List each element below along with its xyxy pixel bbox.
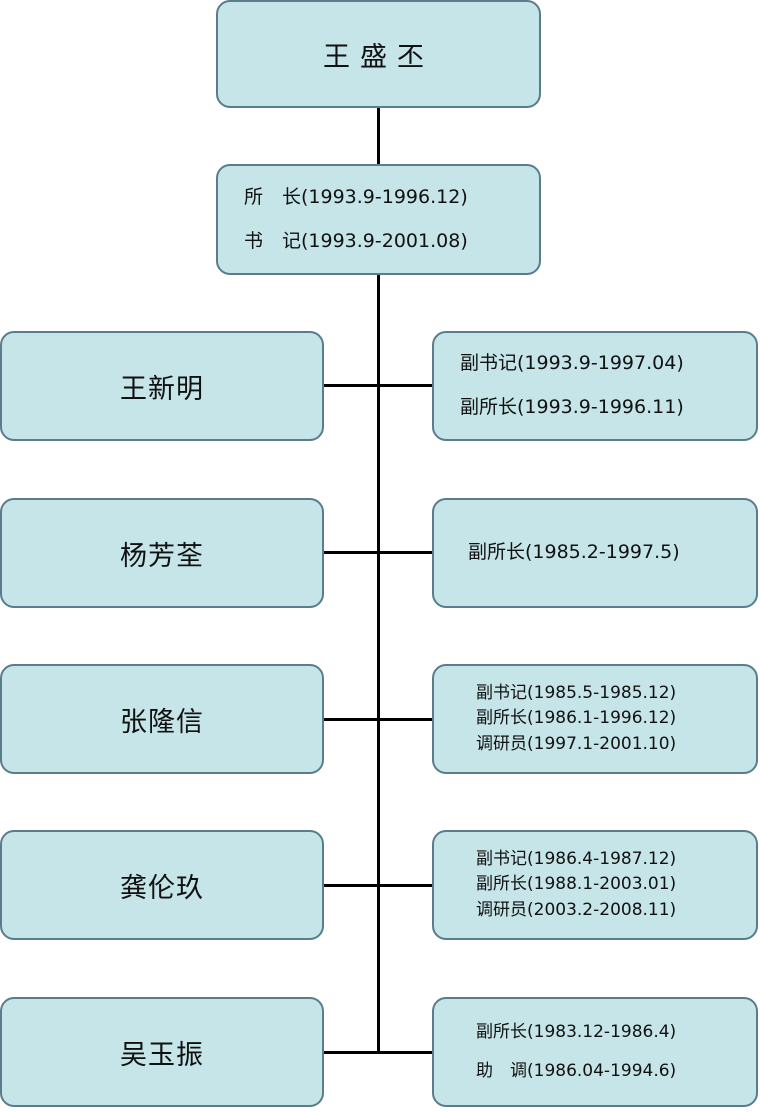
role-line: 副所长(1988.1-2003.01) [476, 874, 677, 895]
member-roles-box: 副书记(1986.4-1987.12) 副所长(1988.1-2003.01) … [432, 830, 758, 940]
branch-connector-5 [323, 1051, 434, 1054]
top-person-name-box: 王盛丕 [216, 0, 541, 108]
trunk-connector [377, 106, 380, 1054]
role-line: 副所长(1985.2-1997.5) [468, 541, 680, 564]
role-line: 所 长(1993.9-1996.12) [244, 185, 468, 208]
branch-connector-1 [323, 384, 434, 387]
role-line: 书 记(1993.9-2001.08) [244, 229, 468, 252]
member-name: 吴玉振 [120, 1039, 204, 1071]
member-name-box: 张隆信 [0, 664, 324, 774]
top-person-roles-box: 所 长(1993.9-1996.12) 书 记(1993.9-2001.08) [216, 164, 541, 275]
member-name-box: 杨芳荃 [0, 498, 324, 608]
branch-connector-3 [323, 718, 434, 721]
role-line: 副所长(1986.1-1996.12) [476, 708, 677, 729]
member-name: 龚伦玖 [120, 872, 204, 904]
branch-connector-4 [323, 884, 434, 887]
member-roles-box: 副所长(1985.2-1997.5) [432, 498, 758, 608]
branch-connector-2 [323, 551, 434, 554]
role-line: 副所长(1983.12-1986.4) [476, 1021, 677, 1042]
member-roles-box: 副所长(1983.12-1986.4) 助 调(1986.04-1994.6) [432, 997, 758, 1107]
role-line: 副所长(1993.9-1996.11) [460, 396, 684, 418]
member-name: 杨芳荃 [120, 540, 204, 572]
role-line: 副书记(1986.4-1987.12) [476, 848, 677, 869]
member-name-box: 龚伦玖 [0, 830, 324, 940]
role-line: 副书记(1985.5-1985.12) [476, 682, 677, 703]
role-line: 助 调(1986.04-1994.6) [476, 1061, 677, 1081]
role-line: 调研员(2003.2-2008.11) [476, 899, 677, 920]
member-name-box: 吴玉振 [0, 997, 324, 1107]
member-roles-box: 副书记(1993.9-1997.04) 副所长(1993.9-1996.11) [432, 331, 758, 441]
member-name-box: 王新明 [0, 331, 324, 441]
member-name: 王新明 [120, 373, 204, 405]
role-line: 调研员(1997.1-2001.10) [476, 733, 677, 754]
member-roles-box: 副书记(1985.5-1985.12) 副所长(1986.1-1996.12) … [432, 664, 758, 774]
role-line: 副书记(1993.9-1997.04) [460, 352, 684, 375]
top-person-name: 王盛丕 [323, 41, 434, 73]
member-name: 张隆信 [120, 706, 204, 738]
